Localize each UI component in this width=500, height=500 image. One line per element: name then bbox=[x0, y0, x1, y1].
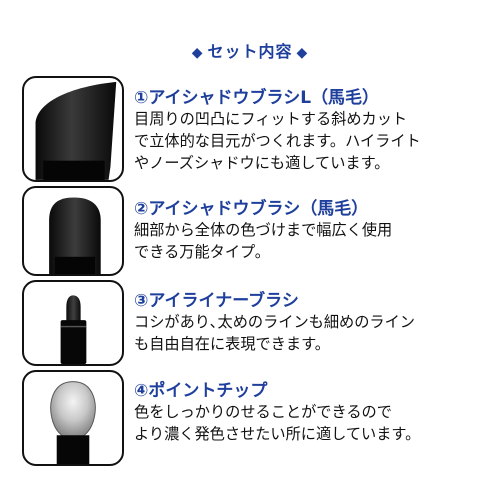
flat-brush-icon bbox=[49, 197, 101, 274]
section-header: ◆セット内容◆ bbox=[0, 38, 500, 62]
item-description: コシがあり､太めのラインも細めのライン も自由自在に表現できます。 bbox=[134, 313, 415, 353]
diamond-icon-left: ◆ bbox=[191, 45, 204, 61]
item-description: 色をしっかりのせることができるので より濃く発色させたい所に適しています。 bbox=[134, 403, 421, 443]
item-description: 細部から全体の色づけまで幅広く使用 できる万能タイプ。 bbox=[134, 221, 393, 261]
eyeliner-brush-image bbox=[22, 280, 124, 366]
item-title: ①アイシャドウブラシL（馬毛） bbox=[134, 88, 380, 108]
item-description: 目周りの凹凸にフィットする斜めカット で立体的な目元がつくれます。ハイライト や… bbox=[134, 110, 421, 172]
item-title: ③アイライナーブラシ bbox=[134, 291, 299, 311]
sponge-tip-icon bbox=[50, 381, 96, 464]
eyeshadow-brush-large-image bbox=[22, 76, 124, 182]
header-title: セット内容 bbox=[207, 42, 293, 61]
item-title: ②アイシャドウブラシ（馬毛） bbox=[134, 199, 369, 219]
eyeshadow-brush-image bbox=[22, 186, 124, 276]
angled-brush-icon bbox=[35, 81, 117, 180]
point-tip-image bbox=[22, 370, 124, 466]
item-title: ④ポイントチップ bbox=[134, 381, 268, 401]
diamond-icon-right: ◆ bbox=[296, 45, 309, 61]
liner-brush-icon bbox=[60, 295, 87, 364]
